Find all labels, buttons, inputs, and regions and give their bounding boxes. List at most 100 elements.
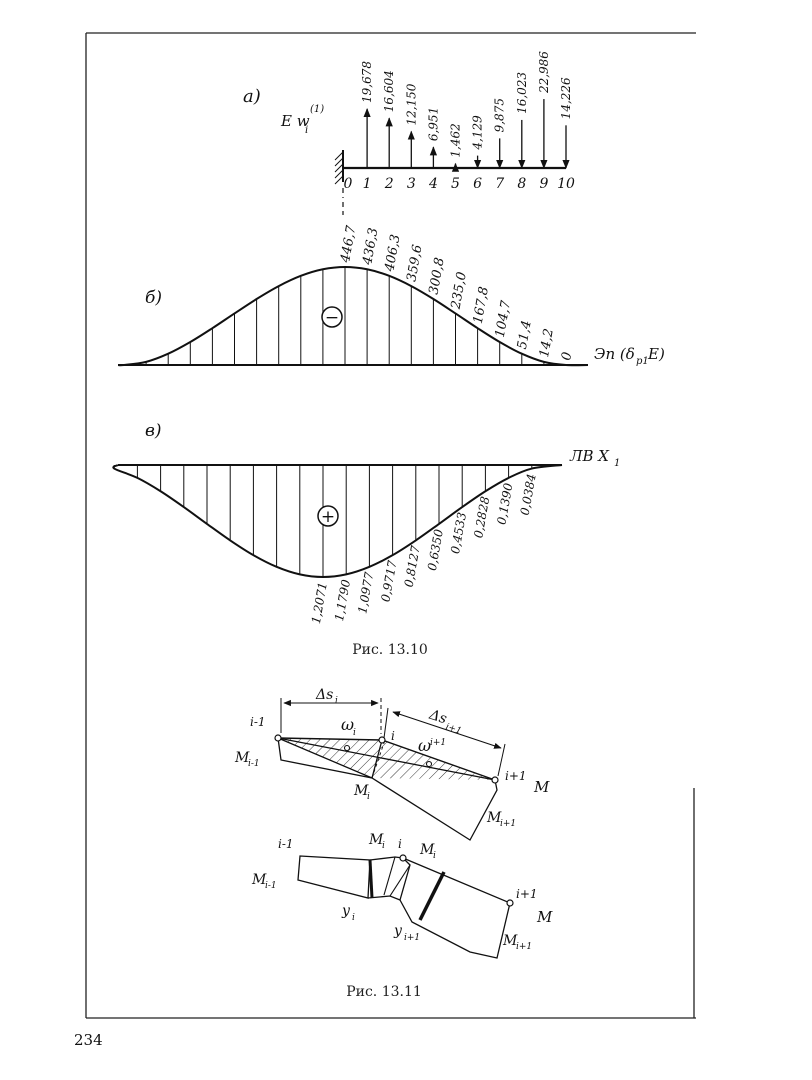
caption-fig-13-11: Рис. 13.11 [346,984,422,1000]
area-omega-i1 [372,740,495,780]
fig-c-name: ЛВ X 1 [569,447,620,469]
node-i-lower [399,854,407,862]
ordinate-value-label: 235,0 [448,271,469,311]
panel-left [297,855,371,899]
ordinate-value-label: 0,2828 [471,495,492,539]
page-number: 234 [74,1031,103,1049]
label-omega-i1: ω i+1 [418,736,446,755]
centroid-omega-i1 [425,760,433,768]
svg-text:i: i [367,792,370,802]
ordinate-value-label: 0 [559,351,575,362]
svg-text:M: M [502,933,518,949]
ordinate-y-i [368,859,374,899]
svg-text:M: M [419,842,435,858]
label-node-i-plus-1: i+1 [505,769,527,783]
load-value-label: 16,023 [515,72,529,114]
load-value-label: 6,951 [426,107,440,141]
station-label: 6 [473,176,482,192]
ordinate-value-label: 167,8 [471,286,492,325]
svg-text:M: M [353,783,369,799]
svg-text:i: i [352,913,355,923]
station-label: 10 [557,176,575,192]
station-label: 8 [517,176,526,192]
centroid-omega-i [343,744,351,752]
station-label: 4 [428,176,438,192]
load-value-label: 1,462 [449,123,463,157]
dashed-guide [371,739,386,779]
svg-text:i+1: i+1 [430,738,446,748]
ordinate-value-label: 0,4533 [448,511,469,555]
ordinate-value-label: 0,9717 [378,559,399,603]
svg-text:i: i [335,696,338,706]
station-label: 5 [451,176,460,192]
ordinate-value-label: 1,0977 [355,571,376,615]
fig-c-name-sub: 1 [614,458,620,469]
inner-line-2 [389,864,411,897]
fig-a-title-sup: (1) [310,104,324,115]
ordinate-value-label: 359,6 [404,244,425,283]
load-value-label: 22,986 [537,51,551,94]
svg-text:M: M [486,810,502,826]
label-lower-M-i-left: M i [368,832,385,851]
node-i-plus-1-lower [506,899,514,907]
svg-text:i: i [382,841,385,851]
station-label: 3 [407,176,416,192]
fig-a-title-text: E w [280,112,310,130]
ordinate-value-label: 104,7 [493,299,514,339]
svg-text:M: M [251,872,267,888]
svg-text:i: i [433,851,436,861]
caption-fig-13-10: Рис. 13.10 [352,642,428,658]
fig-b-name-sub: p1 [636,356,649,367]
moment-diagram-outline [277,737,498,841]
fig-a-label: а) [243,86,261,107]
svg-text:i+1: i+1 [444,722,462,737]
fig-b-curve [117,265,589,367]
figure-13-11-upper: Δs i Δs i+1 ω i ω i+1 i-1 i i+1 M i-1 M … [234,687,550,841]
label-y-i1: y i+1 [393,923,420,943]
fig-c-name-text: ЛВ X [569,447,610,465]
svg-text:i+1: i+1 [404,933,420,943]
load-value-label: 19,678 [360,61,374,103]
fig-c-sign: + [321,507,335,527]
node-i-plus-1 [491,776,499,784]
page-frame [85,32,696,1019]
svg-text:Δs: Δs [426,707,448,728]
figure-13-11-lower: i-1 i i+1 M i-1 M i M i y i y i+1 M i+1 … [251,832,553,959]
fig-c-sign-circle [317,505,339,527]
fig-a-title-sub: i [305,125,308,136]
label-M-i: M i [353,783,370,802]
label-M-i-minus-1: M i-1 [234,750,260,769]
load-value-label: 16,604 [382,70,396,112]
fig-b-sign-circle [321,306,343,328]
ordinate-value-label: 0,1390 [494,482,515,526]
ordinate-value-label: 0,0384 [518,473,539,517]
load-value-label: 9,875 [493,98,507,132]
label-y-i: y i [341,903,355,923]
ordinate-value-label: 14,2 [537,327,557,358]
ordinate-value-label: 1,2071 [309,581,330,625]
fixed-support [334,150,344,215]
fig-b-sign: − [325,308,339,328]
label-lower-M: M [536,908,553,926]
svg-text:ω: ω [341,715,354,734]
label-M-i-plus-1: M i+1 [486,810,516,829]
ordinate-value-label: 446,7 [338,224,360,265]
station-label: 1 [363,176,372,192]
moment-line-mid [371,739,383,779]
label-node-i: i [391,729,395,743]
node-i-minus-1 [274,734,282,742]
node-i [378,736,386,744]
station-label: 7 [495,176,504,192]
fig-a-title: E w i (1) [280,104,324,136]
dim-delta-s-i1 [392,711,502,749]
svg-text:Δs: Δs [315,687,333,703]
moment-line-left [277,737,373,779]
svg-text:M: M [234,750,250,766]
load-value-label: 4,129 [471,115,485,151]
station-label: 0 [344,176,353,192]
area-omega-i [278,738,382,778]
